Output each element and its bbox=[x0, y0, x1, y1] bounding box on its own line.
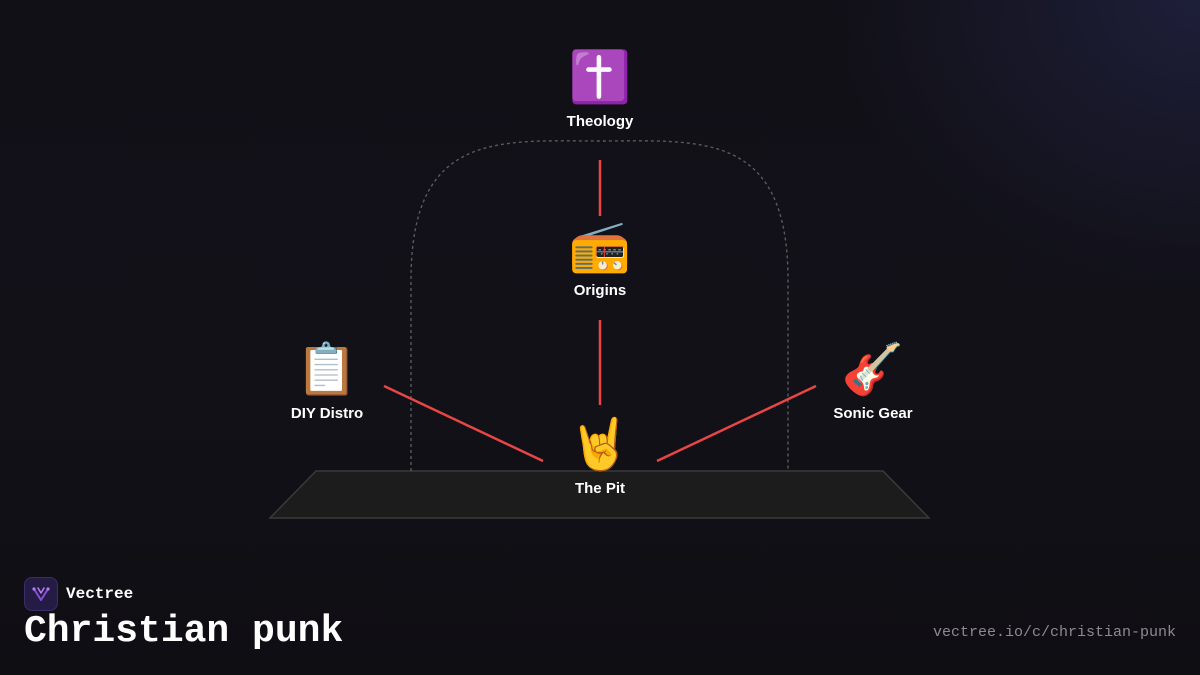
edge-sonic-gear-the-pit bbox=[656, 384, 817, 463]
stage-platform bbox=[268, 470, 931, 519]
node-the-pit-label: The Pit bbox=[574, 480, 625, 497]
node-diy-distro[interactable]: 📋 DIY Distro bbox=[247, 339, 407, 422]
brand-name: Vectree bbox=[66, 585, 134, 603]
vectree-logo-icon bbox=[24, 577, 58, 611]
guitar-icon: 🎸 bbox=[841, 340, 905, 398]
node-theology-label: Theology bbox=[566, 113, 634, 130]
sign-of-the-horns-icon: 🤘 bbox=[568, 415, 632, 473]
latin-cross-icon: ✝️ bbox=[568, 48, 632, 106]
node-theology[interactable]: ✝️ Theology bbox=[520, 47, 680, 130]
stage-arch bbox=[410, 140, 789, 471]
node-origins-label: Origins bbox=[573, 282, 627, 299]
node-sonic-gear-label: Sonic Gear bbox=[833, 405, 913, 422]
page-url[interactable]: vectree.io/c/christian-punk bbox=[932, 624, 1176, 641]
brand[interactable]: Vectree bbox=[24, 577, 133, 611]
node-the-pit[interactable]: 🤘 The Pit bbox=[520, 414, 680, 497]
node-origins[interactable]: 📻 Origins bbox=[520, 216, 680, 299]
edge-diy-distro-the-pit bbox=[383, 384, 544, 463]
page-title: Christian punk bbox=[24, 610, 344, 653]
node-diy-distro-label: DIY Distro bbox=[290, 405, 364, 422]
radio-icon: 📻 bbox=[568, 217, 632, 275]
clipboard-icon: 📋 bbox=[295, 340, 359, 398]
node-sonic-gear[interactable]: 🎸 Sonic Gear bbox=[793, 339, 953, 422]
